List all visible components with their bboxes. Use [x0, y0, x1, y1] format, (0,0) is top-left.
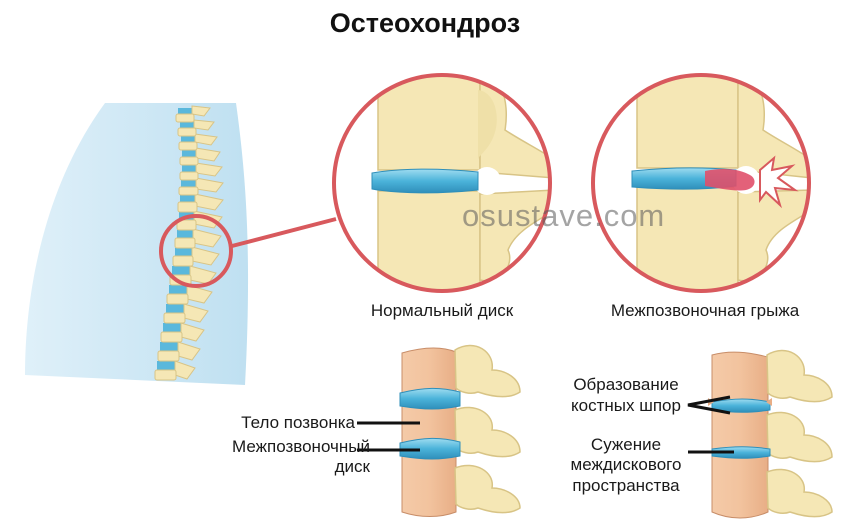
herniation-illustration	[632, 74, 812, 290]
label-bone-spurs-2: костных шпор	[558, 396, 694, 416]
label-bone-spurs-1: Образование	[558, 375, 694, 395]
label-narrowing-3: пространства	[558, 476, 694, 496]
zoom-connector	[232, 219, 336, 246]
label-normal-disc: Нормальный диск	[330, 301, 554, 321]
degenerated-spine-block	[708, 351, 832, 518]
label-intervertebral-disc-1: Межпозвоночный	[200, 437, 370, 457]
normal-spine-block	[400, 346, 520, 517]
label-narrowing-1: Сужение	[558, 435, 694, 455]
label-herniation: Межпозвоночная грыжа	[580, 301, 830, 321]
watermark: osustave.com	[462, 198, 665, 234]
label-intervertebral-disc-2: диск	[200, 457, 370, 477]
label-vertebral-body: Тело позвонка	[200, 413, 355, 433]
label-narrowing-2: междискового	[558, 455, 694, 475]
